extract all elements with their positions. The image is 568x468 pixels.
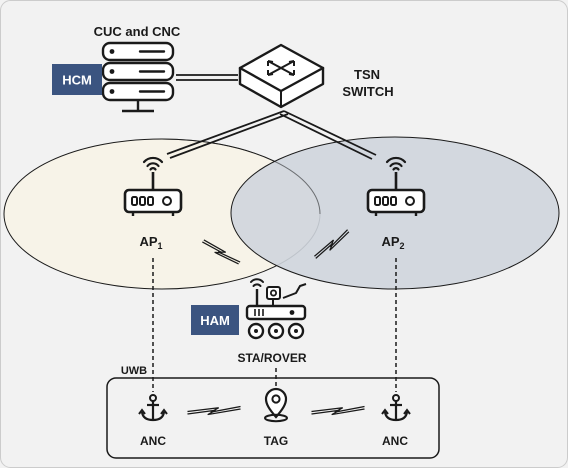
hcm-badge: HCM	[52, 64, 102, 95]
hcm-badge-label: HCM	[62, 73, 92, 88]
tsn-label: TSN	[354, 67, 380, 82]
anchor-left-label: ANC	[140, 434, 166, 448]
cuc-cnc-label: CUC and CNC	[94, 24, 181, 39]
rover-label: STA/ROVER	[237, 351, 306, 365]
ap1-label: AP1	[139, 234, 162, 251]
rover-robot-icon	[245, 278, 307, 340]
ap1-label-sub: 1	[158, 241, 163, 251]
tsn-switch-icon	[238, 43, 325, 109]
ham-badge: HAM	[191, 305, 239, 335]
ap2-label-sub: 2	[400, 241, 405, 251]
anchor-right-label: ANC	[382, 434, 408, 448]
switch-ap-links	[166, 110, 377, 160]
location-pin-icon	[264, 387, 288, 423]
uwb-box	[106, 377, 440, 459]
tag-label: TAG	[264, 434, 288, 448]
server-stack-icon	[101, 41, 175, 113]
switch-label: SWITCH	[342, 84, 393, 99]
uwb-label: UWB	[121, 365, 147, 377]
ap1-label-base: AP	[139, 234, 157, 249]
ap2-label-base: AP	[381, 234, 399, 249]
ham-badge-label: HAM	[200, 313, 230, 328]
ap2-label: AP2	[381, 234, 404, 251]
